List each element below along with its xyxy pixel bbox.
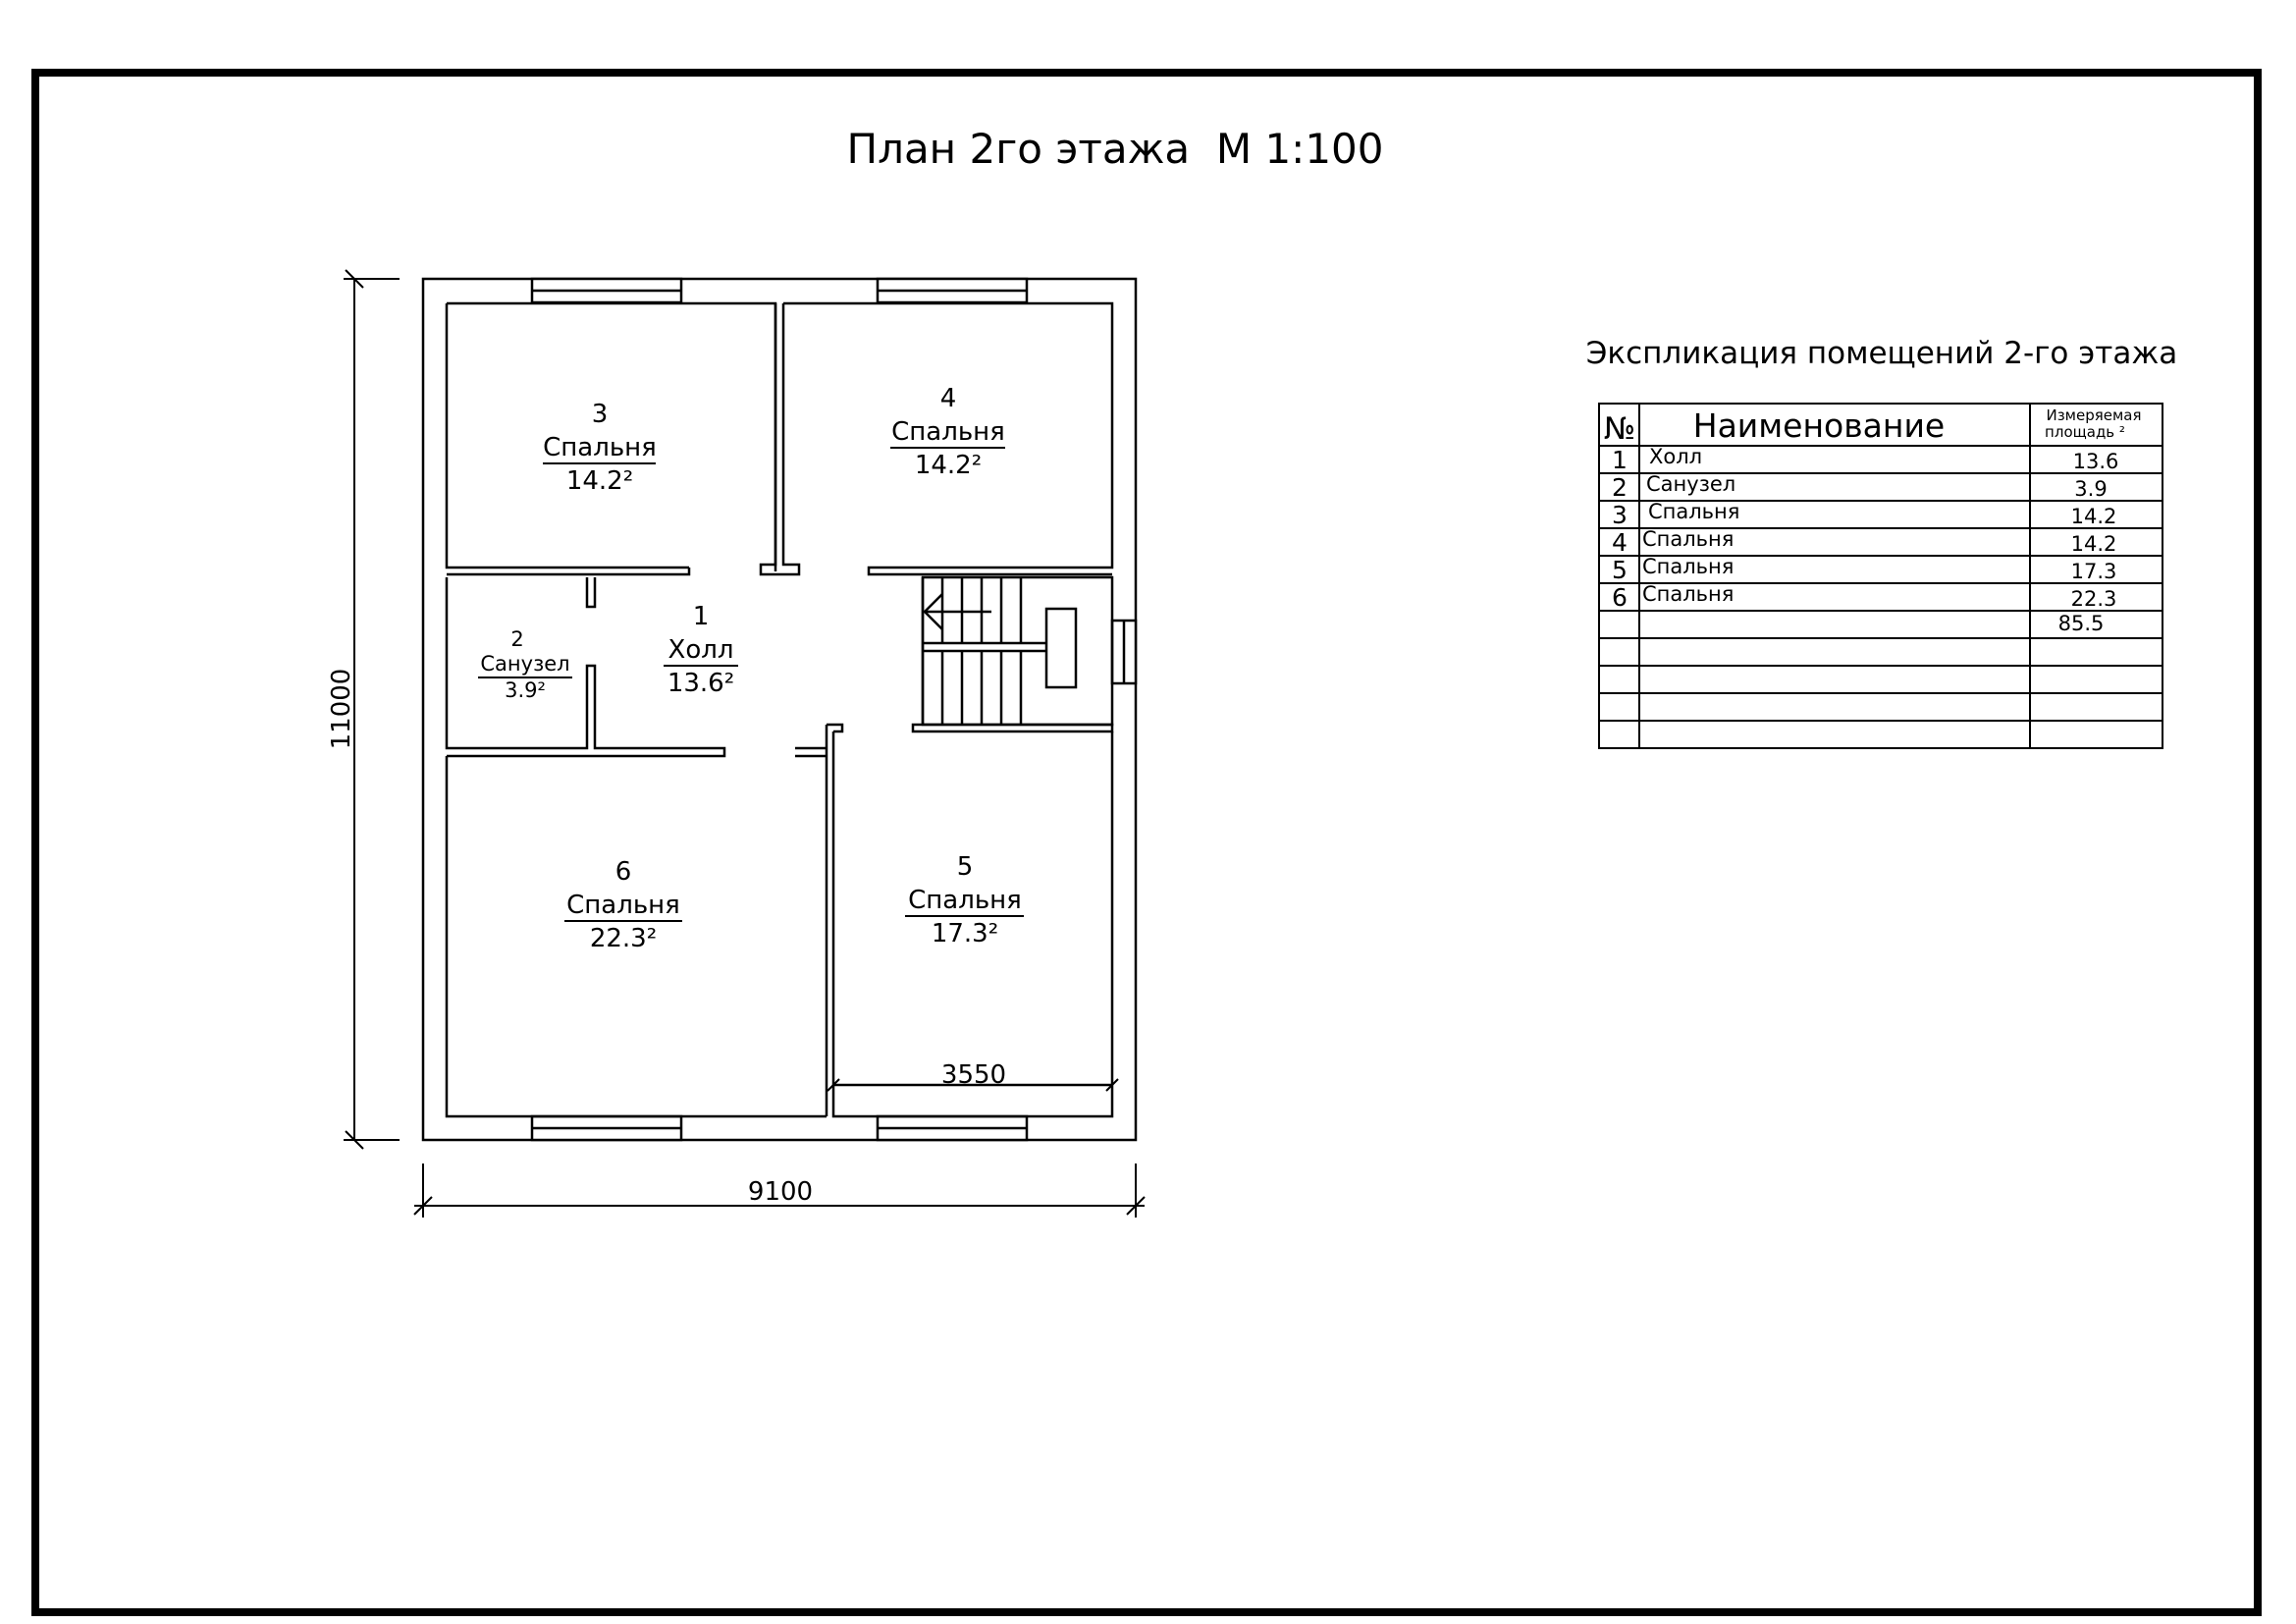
staircase	[921, 575, 1114, 727]
room-area: 3.9²	[505, 678, 546, 702]
room-area: 14.2²	[566, 466, 633, 496]
svg-text:14.2: 14.2	[2071, 532, 2117, 556]
svg-text:6: 6	[1612, 583, 1628, 612]
svg-text:3: 3	[1612, 501, 1628, 529]
wall-stub	[585, 577, 597, 609]
svg-text:4: 4	[1612, 528, 1628, 557]
table-row: 4 Спальня 14.2	[1612, 527, 2116, 557]
table-row: 1 Холл 13.6	[1612, 445, 2118, 474]
table-row: 3 Спальня 14.2	[1612, 500, 2116, 529]
room-name: Санузел	[480, 652, 569, 676]
svg-text:17.3: 17.3	[2071, 560, 2117, 583]
room-4-walls	[783, 301, 1114, 576]
svg-text:14.2: 14.2	[2071, 505, 2117, 528]
header-area-line2: площадь ²	[2045, 423, 2125, 441]
header-name: Наименование	[1693, 406, 1945, 445]
room-number: 4	[940, 384, 957, 413]
room-2-walls	[445, 577, 726, 758]
explication-content: № Наименование Измеряемая площадь ² 1 Хо…	[1604, 406, 2142, 635]
table-row: 2 Санузел 3.9	[1612, 472, 2108, 502]
room-5-walls	[911, 723, 1114, 733]
explication-table	[1598, 403, 2163, 749]
header-area-line1: Измеряемая	[2046, 406, 2141, 424]
dimension-lines	[344, 269, 1146, 1218]
svg-text:Спальня: Спальня	[1648, 500, 1739, 523]
room-area: 14.2²	[915, 451, 982, 480]
svg-text:5: 5	[1612, 556, 1628, 584]
outer-wall	[421, 277, 1138, 1142]
room-area: 22.3²	[590, 924, 657, 953]
room-name: Спальня	[891, 417, 1005, 447]
svg-text:Санузел: Санузел	[1646, 472, 1735, 496]
room-name: Спальня	[543, 433, 657, 462]
room-number: 2	[510, 627, 523, 651]
svg-text:Спальня: Спальня	[1642, 555, 1734, 578]
room-name: Спальня	[566, 891, 680, 920]
room-area: 13.6²	[667, 669, 734, 698]
floor-plan	[421, 277, 1138, 1142]
wall-stub	[795, 723, 844, 1116]
room-3-walls	[447, 568, 691, 576]
plan-title: План 2го этажа М 1:100	[847, 125, 1384, 173]
table-row: 6 Спальня 22.3	[1612, 582, 2116, 612]
svg-text:13.6: 13.6	[2073, 450, 2119, 473]
room-labels: 3 Спальня 14.2² 4 Спальня 14.2² 1 Холл 1…	[478, 384, 1024, 1090]
wall-stub	[759, 303, 801, 576]
room-number: 6	[615, 857, 632, 887]
dimension-inner: 3550	[941, 1060, 1006, 1090]
room-number: 3	[592, 400, 609, 429]
explication-title: Экспликация помещений 2-го этажа	[1586, 336, 2178, 371]
room-number: 5	[957, 852, 974, 882]
room-area: 17.3²	[932, 919, 998, 948]
svg-text:2: 2	[1612, 473, 1628, 502]
room-name: Холл	[668, 635, 734, 665]
svg-text:3.9: 3.9	[2074, 477, 2107, 501]
svg-text:Спальня: Спальня	[1642, 582, 1734, 606]
dimension-width: 9100	[748, 1177, 813, 1207]
room-6-walls	[445, 756, 827, 1118]
svg-text:Холл: Холл	[1649, 445, 1702, 468]
dimension-height: 11000	[327, 669, 356, 750]
table-row: 5 Спальня 17.3	[1612, 555, 2116, 584]
room-name: Спальня	[908, 886, 1022, 915]
table-total: 85.5	[2058, 612, 2105, 635]
svg-text:22.3: 22.3	[2071, 587, 2117, 611]
header-number: №	[1604, 411, 1635, 447]
svg-text:1: 1	[1612, 446, 1628, 474]
svg-text:Спальня: Спальня	[1642, 527, 1734, 551]
room-number: 1	[693, 602, 710, 631]
sheet-frame	[31, 69, 2262, 1616]
